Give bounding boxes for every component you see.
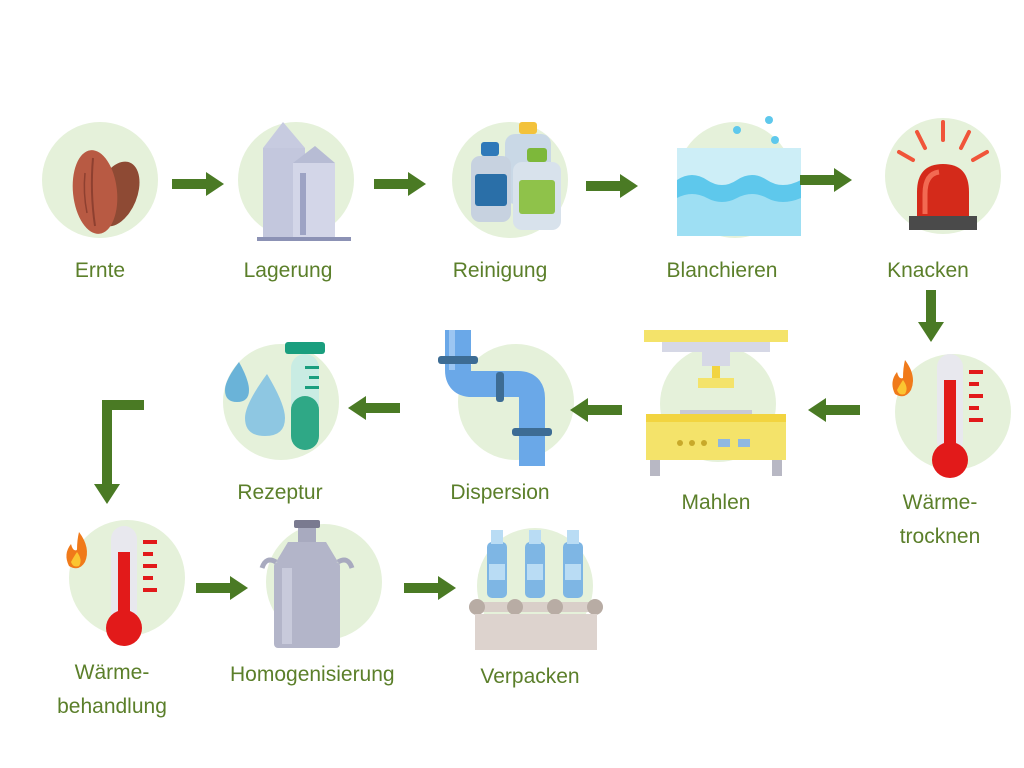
thermometer-flame-icon [66,520,185,646]
almond-icon [42,122,158,238]
step-label: Wärme- behandlung [57,661,167,718]
step-label: Wärme- trocknen [899,491,981,548]
alarm-light-icon [885,118,1001,234]
step-label: Knacken [887,259,969,282]
milk-can-icon [259,520,382,648]
step-label: Rezeptur [237,481,323,504]
step-reinigung: Reinigung [420,118,580,288]
cleaning-bottles-icon [452,122,568,238]
bottle-conveyor-icon [469,528,603,650]
step-label: Dispersion [450,481,550,504]
step-label: Reinigung [452,259,548,282]
arrow-right-icon [374,172,426,196]
arrow-right-icon [196,576,248,600]
step-label: Homogenisierung [230,663,395,686]
arrow-right-icon [800,168,852,192]
thermometer-flame-icon [892,354,1011,478]
arrow-left-icon [808,398,860,422]
arrow-right-icon [586,174,638,198]
step-waerme-trocknen: Wärme- trocknen [860,350,1020,554]
step-label: Blanchieren [666,259,778,282]
arrow-elbow-down-icon [94,400,144,504]
arrow-left-icon [570,398,622,422]
step-label: Mahlen [681,491,751,514]
water-bath-icon [677,116,801,238]
arrow-down-icon [918,290,944,342]
step-blanchieren: Blanchieren [642,116,802,288]
grinding-machine-icon [644,330,788,476]
step-lagerung: Lagerung [208,118,368,288]
droplets-test-tube-icon [223,342,339,460]
arrow-right-icon [172,172,224,196]
arrow-left-icon [348,396,400,420]
step-waerme-behandlung: Wärme- behandlung [32,520,192,724]
step-knacken: Knacken [848,118,1008,288]
step-rezeptur: Rezeptur [200,340,360,510]
step-mahlen: Mahlen [636,330,796,520]
step-dispersion: Dispersion [420,330,580,510]
silo-icon [238,122,354,241]
step-label: Ernte [74,259,126,282]
step-verpacken: Verpacken [450,524,610,694]
pipe-icon [438,330,574,466]
step-label: Lagerung [243,259,333,282]
step-label: Verpacken [480,665,580,688]
step-ernte: Ernte [20,118,180,288]
arrow-right-icon [404,576,456,600]
step-homogenisierung: Homogenisierung [230,520,395,692]
